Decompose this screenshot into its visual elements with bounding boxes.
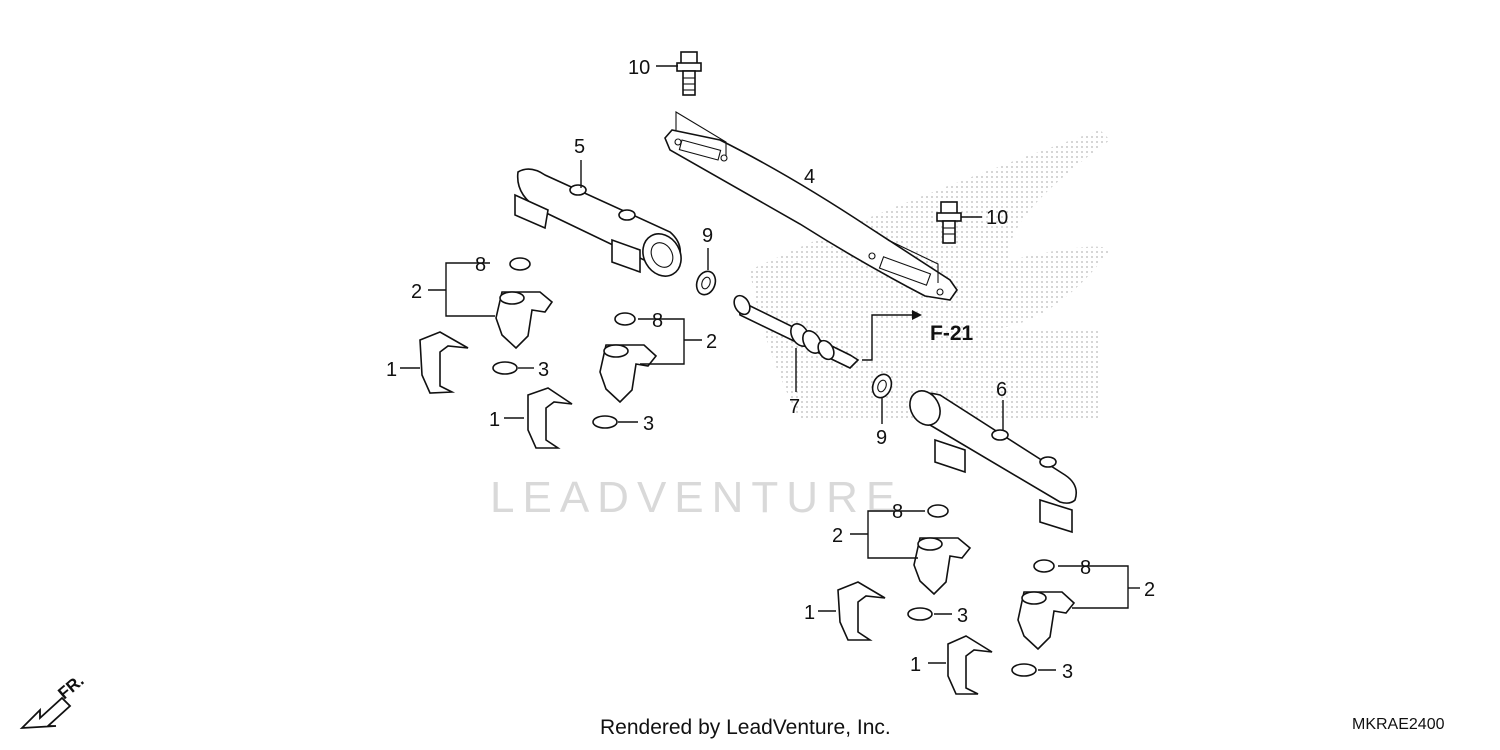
injector-group-middle-right [837,504,972,641]
o-ring-part-9-right [871,373,893,399]
callout-part-number: 8 [1080,557,1091,579]
injector-group-middle-left [527,312,658,449]
callout-part-number: 10 [628,57,650,79]
callout-part-number: 3 [538,359,549,381]
callout-part-number: 2 [1144,579,1155,601]
callout-part-number: 3 [957,605,968,627]
injector-group-upper-left [419,257,554,394]
footer-credit: Rendered by LeadVenture, Inc. [600,716,891,739]
callout-part-number: 9 [702,225,713,247]
watermark-text: LEADVENTURE [490,473,903,522]
callout-part-number: 8 [892,501,903,523]
callout-part-number: 2 [411,281,422,303]
diagram-code: MKRAE2400 [1352,716,1445,733]
leader-bracket [638,318,685,365]
callout-part-number: 9 [876,427,887,449]
front-arrow-icon [19,696,72,730]
callout-part-number: 4 [804,166,815,188]
callout-part-number: 8 [475,254,486,276]
o-ring-part-9-left [695,270,717,296]
callout-part-number: 6 [996,379,1007,401]
leader-bracket [1058,565,1129,609]
callout-part-number: 10 [986,207,1008,229]
callout-part-number: 1 [489,409,500,431]
leader-bracket [445,262,495,317]
callout-part-number: 3 [1062,661,1073,683]
reference-label: F-21 [930,322,974,345]
bracket-plate-part-4 [664,111,958,301]
callout-part-number: 2 [706,331,717,353]
callout-part-number: 7 [789,396,800,418]
injector-group-lower-right [947,559,1076,695]
bolt-part-10-top [676,51,702,96]
callout-part-number: 2 [832,525,843,547]
callout-part-number: 1 [804,602,815,624]
front-indicator-label: FR. [54,671,87,703]
callout-part-number: 5 [574,136,585,158]
reference-arrow-head [912,310,922,320]
callout-part-number: 8 [652,310,663,332]
callout-part-number: 1 [386,359,397,381]
callout-part-number: 1 [910,654,921,676]
fuel-rail-part-5 [514,168,682,277]
fuel-rail-part-6 [909,390,1078,534]
connecting-pipe-part-7 [733,294,860,369]
reference-arrow [862,314,912,361]
bolt-part-10-right [936,201,962,244]
callout-part-number: 3 [643,413,654,435]
